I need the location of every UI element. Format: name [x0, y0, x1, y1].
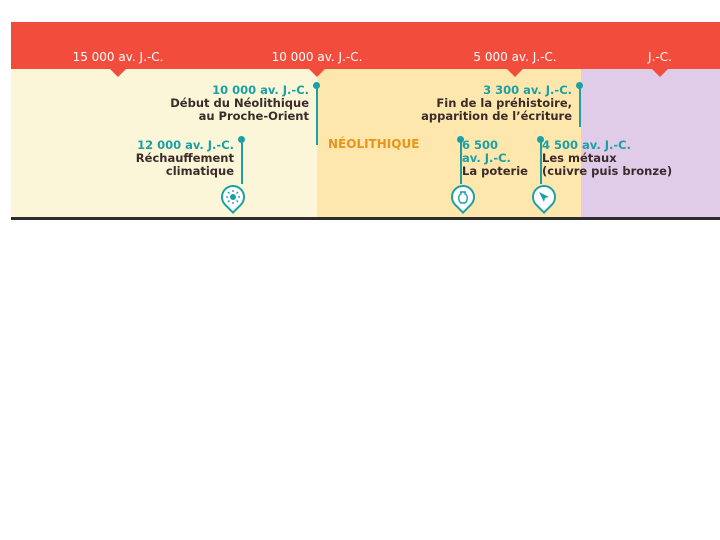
event-stem — [579, 85, 581, 127]
prehistory-band — [11, 68, 317, 220]
event-date: 12 000 av. J.-C. — [137, 138, 234, 152]
date-tick — [507, 69, 523, 77]
date-tick — [309, 69, 325, 77]
pottery-icon — [446, 180, 480, 214]
event-date: av. J.-C. — [462, 151, 511, 165]
event-stem — [316, 85, 318, 145]
event-stem — [460, 139, 462, 184]
event-metals: 4 500 av. J.-C. Les métaux (cuivre puis … — [542, 139, 672, 178]
event-text: (cuivre puis bronze) — [542, 164, 673, 178]
event-text: Début du Néolithique — [170, 96, 309, 110]
event-date: 10 000 av. J.-C. — [212, 83, 309, 97]
event-writing: 3 300 av. J.-C. Fin de la préhistoire, a… — [421, 84, 572, 123]
timeline-baseline — [11, 217, 720, 220]
event-stem — [540, 139, 542, 184]
event-date: 6 500 — [462, 138, 499, 152]
event-text: apparition de l’écriture — [421, 109, 572, 123]
event-warming: 12 000 av. J.-C. Réchauffement climatiqu… — [136, 139, 234, 178]
timeline-arrow-tip — [681, 68, 720, 218]
top-date-15000: 15 000 av. J.-C. — [72, 50, 164, 64]
event-neolithic-start: 10 000 av. J.-C. Début du Néolithique au… — [170, 84, 309, 123]
event-date: 4 500 av. J.-C. — [542, 138, 631, 152]
top-date-5000: 5 000 av. J.-C. — [473, 50, 557, 64]
event-text: Fin de la préhistoire, — [436, 96, 572, 110]
event-text: au Proche-Orient — [198, 109, 309, 123]
top-date-10000: 10 000 av. J.-C. — [271, 50, 363, 64]
event-stem — [241, 139, 243, 184]
event-text: climatique — [165, 164, 234, 178]
top-date-bar — [11, 22, 720, 69]
timeline-diagram: 15 000 av. J.-C. 10 000 av. J.-C. 5 000 … — [11, 22, 720, 220]
event-text: La poterie — [462, 164, 528, 178]
date-tick — [110, 69, 126, 77]
sun-icon — [216, 180, 250, 214]
event-text: Les métaux — [542, 151, 617, 165]
top-date-jc: J.-C. — [648, 50, 672, 64]
date-tick — [652, 69, 668, 77]
event-text: Réchauffement — [135, 151, 234, 165]
event-date: 3 300 av. J.-C. — [483, 83, 572, 97]
metal-tool-icon — [527, 180, 561, 214]
event-pottery: 6 500 av. J.-C. La poterie — [462, 139, 528, 178]
neolithic-label: NÉOLITHIQUE — [328, 137, 420, 151]
